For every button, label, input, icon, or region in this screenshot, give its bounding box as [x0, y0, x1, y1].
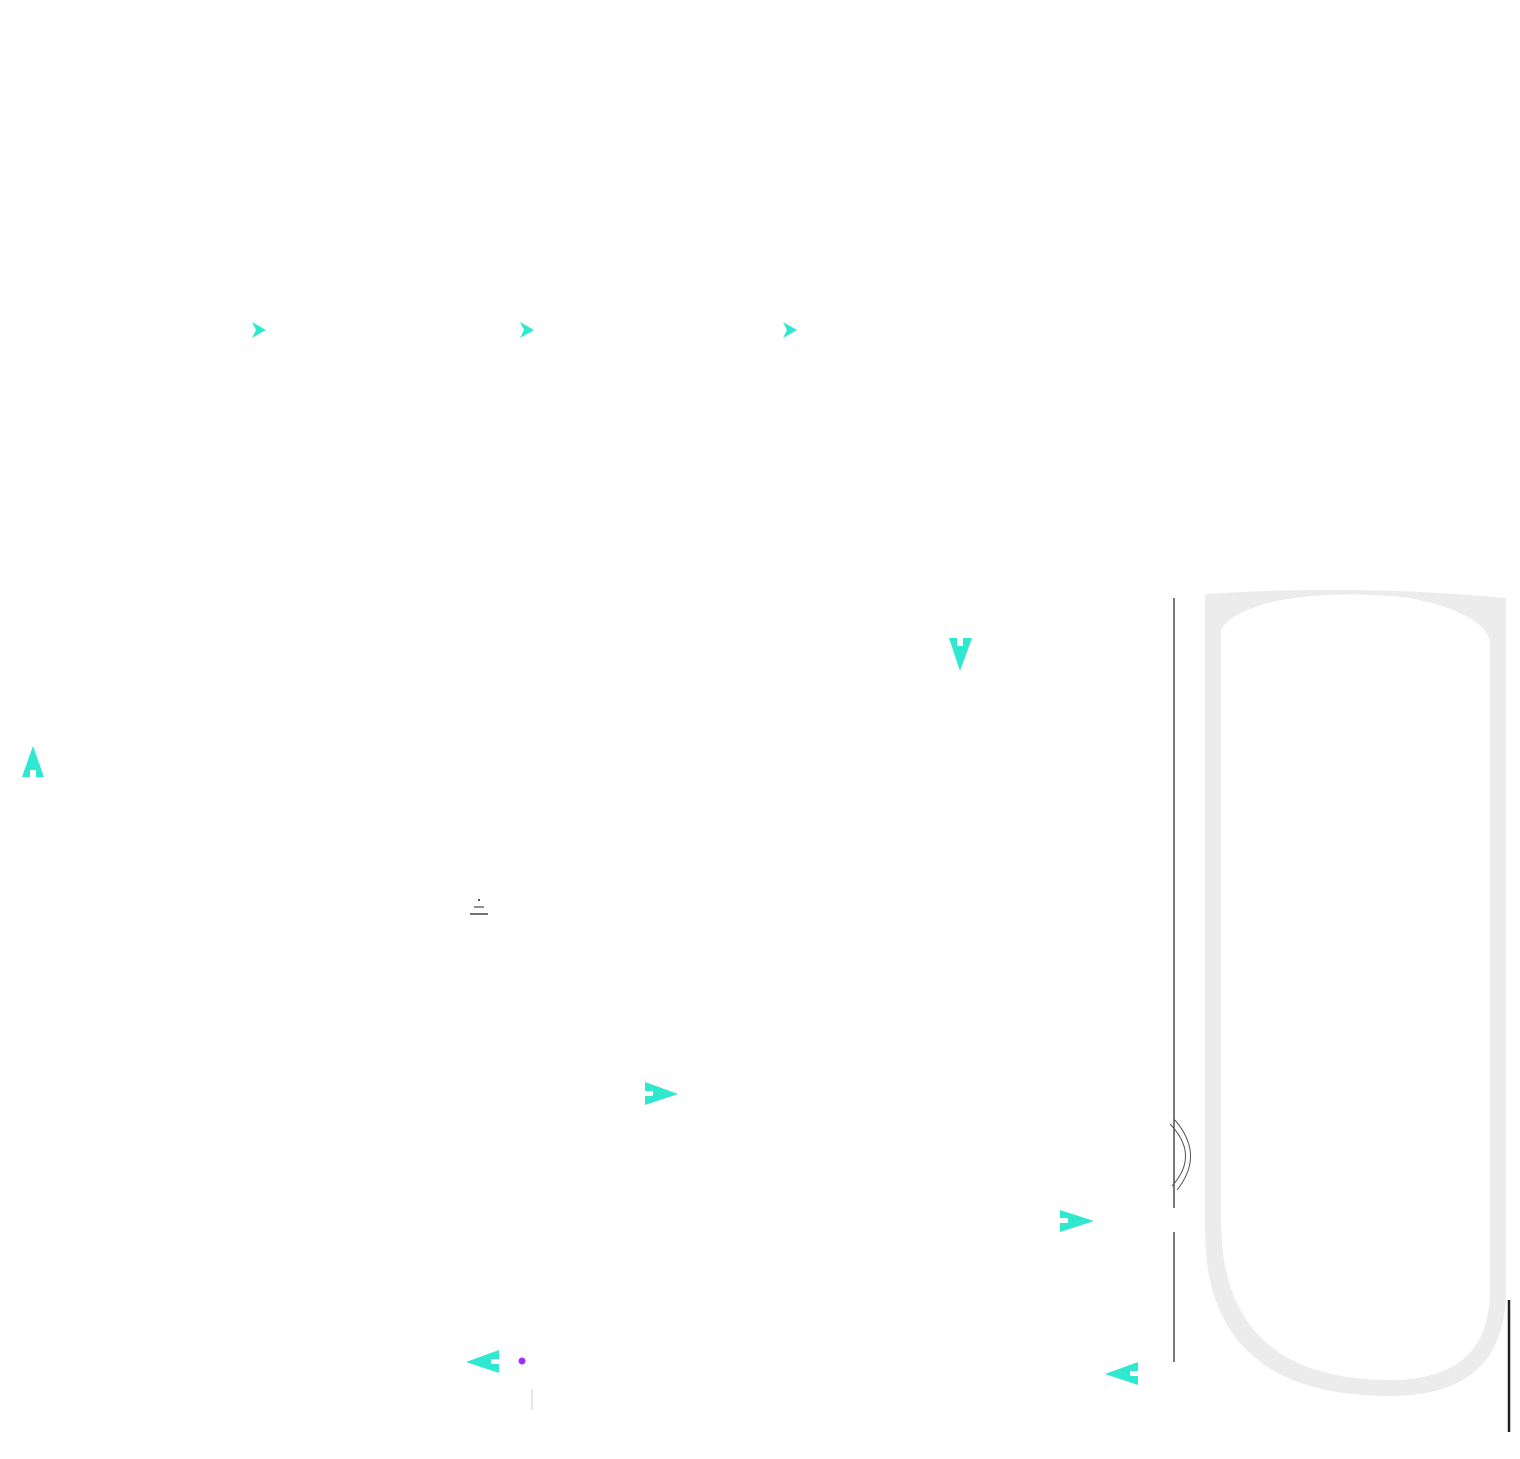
arrow-direction-icon — [949, 638, 972, 671]
arrow-small-icon — [520, 322, 534, 338]
arrow-direction-icon — [466, 1350, 499, 1373]
door-swing-icon — [1169, 1119, 1191, 1191]
marker-dot-icon — [518, 1357, 526, 1365]
arrow-small-icon — [783, 322, 797, 338]
arrow-small-icon — [252, 322, 266, 338]
arrow-direction-icon — [1105, 1362, 1138, 1385]
arrow-direction-icon — [645, 1082, 678, 1105]
arrow-direction-icon — [22, 746, 44, 777]
step-symbol-icon — [470, 899, 488, 915]
arrow-direction-icon — [1060, 1210, 1094, 1232]
bathtub-icon — [1205, 589, 1506, 1396]
